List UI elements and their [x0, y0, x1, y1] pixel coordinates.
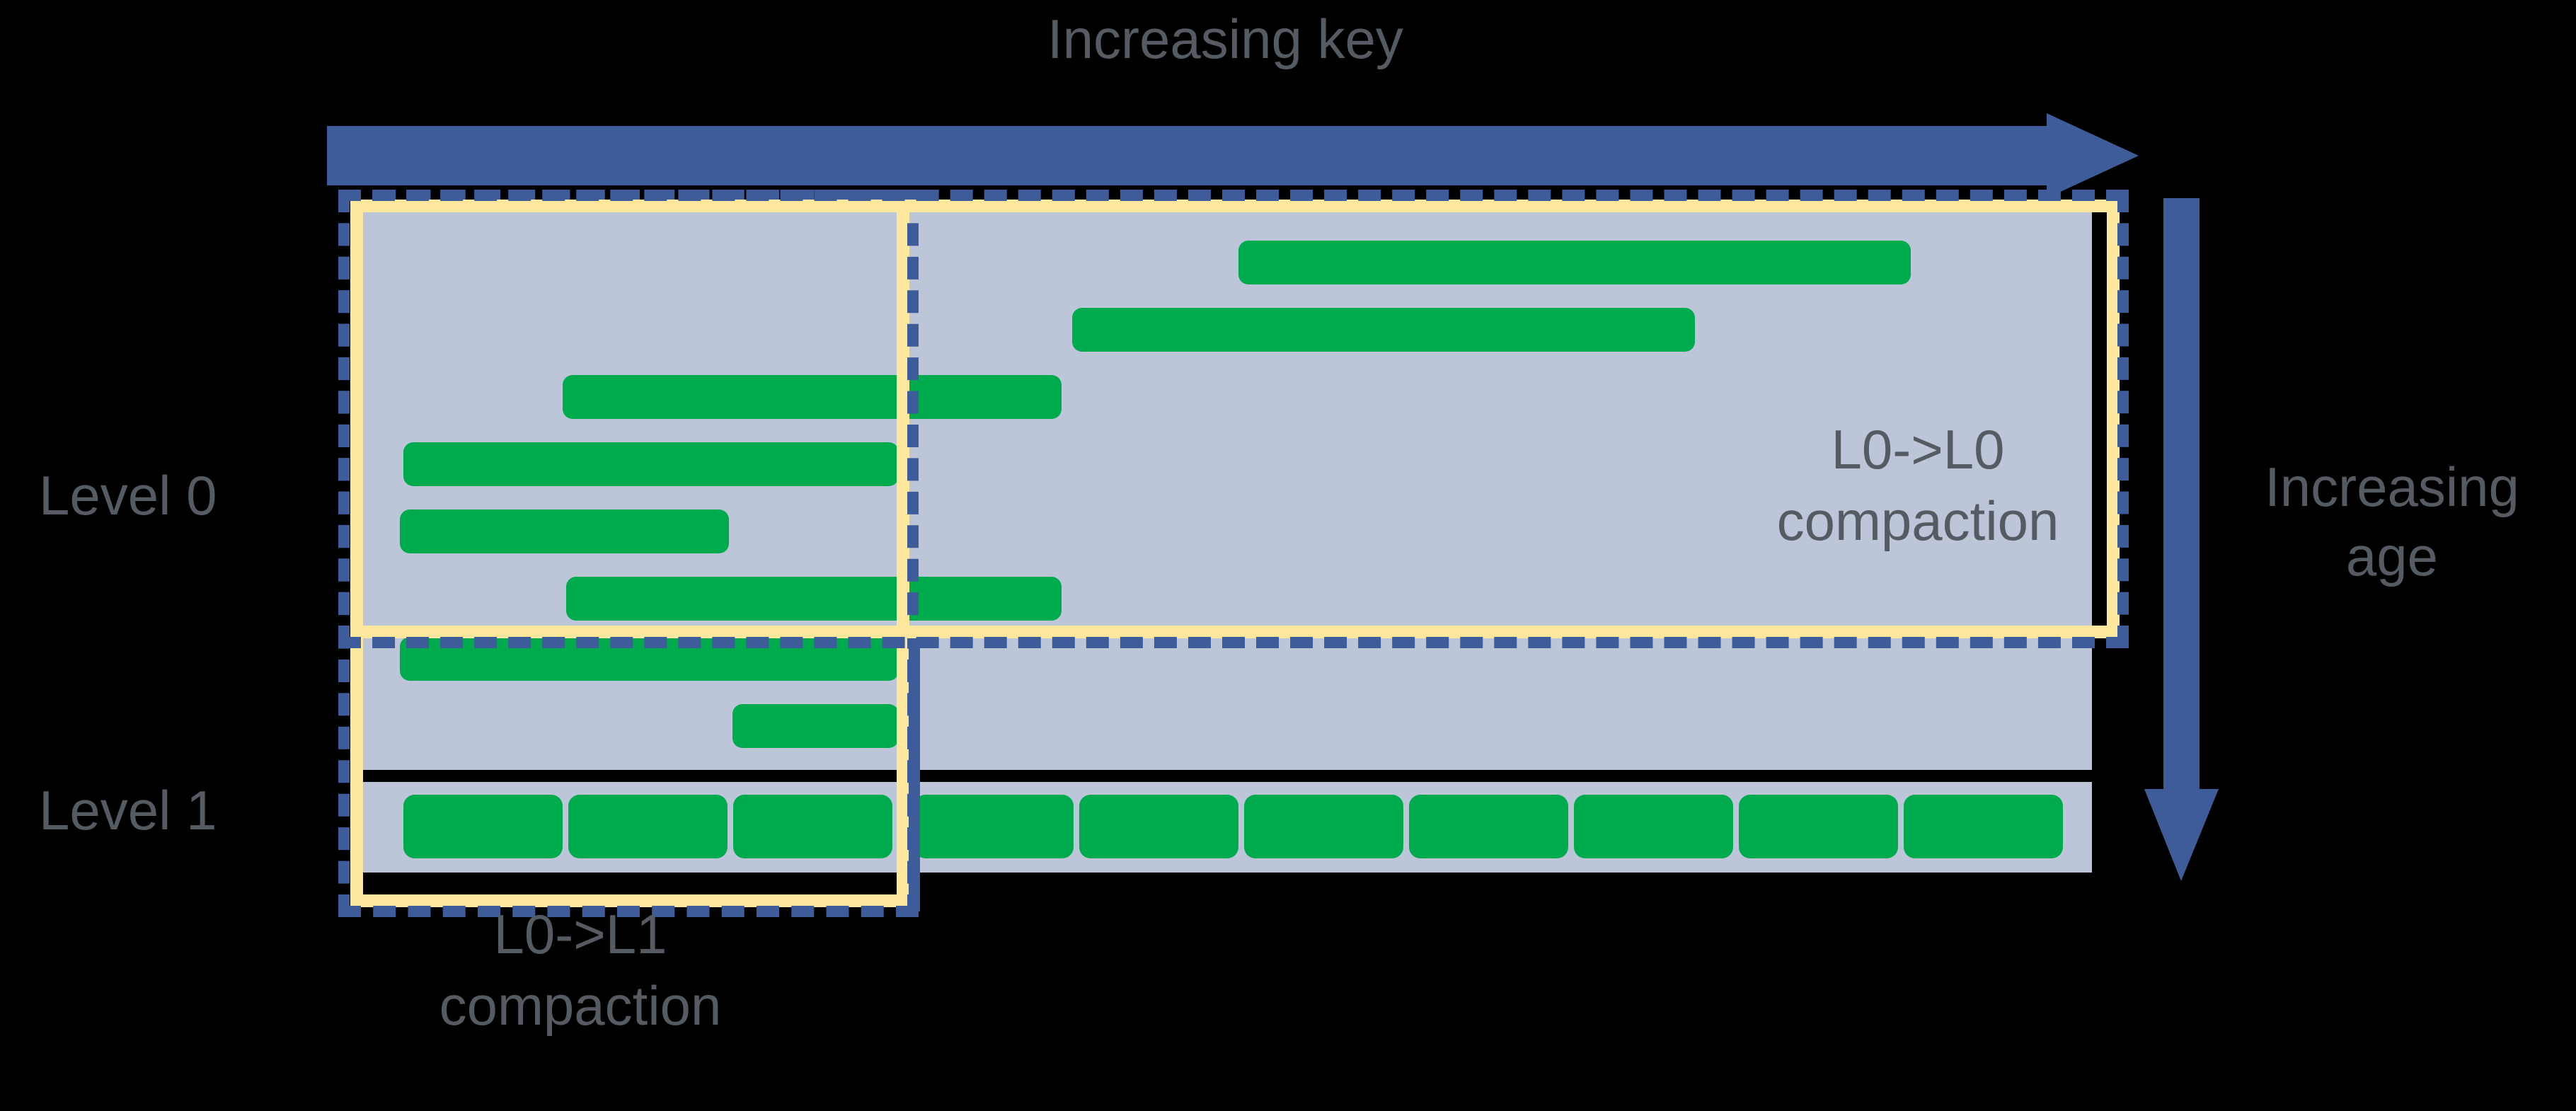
level1-sst-file [1739, 795, 1898, 858]
l0l0-line1: L0->L0 [1831, 418, 2005, 480]
l0l1-right-edge-upper [909, 648, 920, 773]
level1-sst-file [1244, 795, 1403, 858]
level1-sst-file [733, 795, 892, 858]
increasing-age-line2: age [2345, 524, 2439, 587]
l0l1-line2: compaction [439, 974, 722, 1037]
l0-to-l0-compaction-outline [338, 190, 2129, 648]
increasing-key-arrow [327, 113, 2139, 198]
level0-sst-file [563, 375, 1062, 419]
level-separator-line [909, 770, 2093, 782]
level0-sst-file [403, 442, 899, 486]
level0-sst-file [1238, 241, 1911, 284]
level0-sst-file [566, 577, 1062, 621]
l0-to-l0-compaction-label: L0->L0 compaction [1748, 414, 2088, 558]
page-title: Increasing key [1047, 8, 1403, 70]
level1-sst-file [1904, 795, 2063, 858]
l0-to-l0-compaction-highlight [350, 200, 2120, 638]
level1-sst-file [403, 795, 563, 858]
level0-sst-file [1072, 308, 1695, 352]
level0-sst-file [732, 704, 899, 748]
level1-sst-file [1409, 795, 1568, 858]
level0-sst-file [400, 510, 729, 553]
level1-sst-file [914, 795, 1074, 858]
l0-to-l1-compaction-label: L0->L1 compaction [396, 899, 764, 1042]
level1-label: Level 1 [39, 779, 217, 841]
increasing-age-line1: Increasing [2265, 456, 2519, 518]
level0-label: Level 0 [39, 464, 217, 526]
increasing-age-arrow [2144, 198, 2219, 881]
l0l0-line2: compaction [1776, 490, 2059, 553]
level1-sst-file [1079, 795, 1238, 858]
l0l1-right-edge-lower [909, 773, 920, 911]
level1-sst-file [1574, 795, 1733, 858]
l0l1-line1: L0->L1 [493, 903, 667, 965]
level1-sst-file [568, 795, 728, 858]
